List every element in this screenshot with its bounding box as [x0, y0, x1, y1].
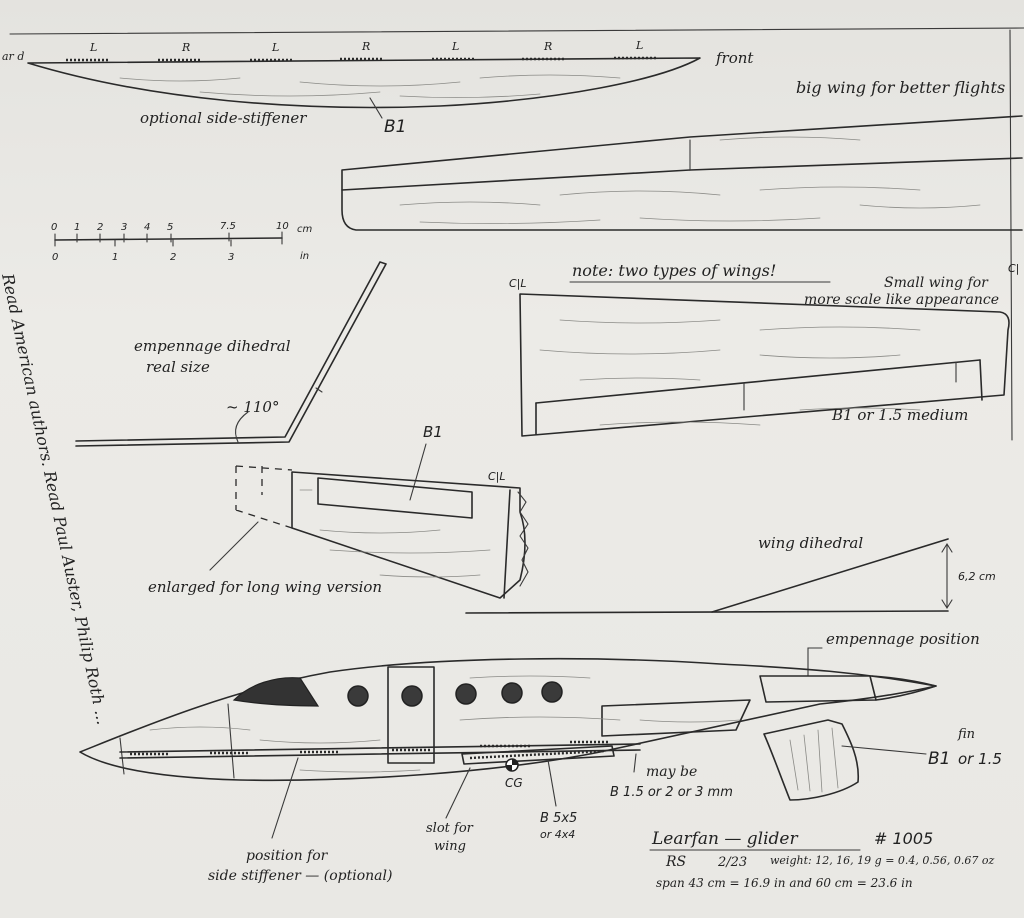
stab-material: B1	[423, 423, 443, 441]
top-border-line	[9, 27, 1024, 35]
plan-name: Learfan — glider	[651, 829, 798, 849]
tab-label-2: R	[181, 41, 190, 54]
empennage-position-label: empennage position	[826, 630, 980, 648]
side-stiffener-part: L R L R L R L front optional side-stiffe…	[27, 39, 754, 137]
tab-label-6: R	[543, 40, 552, 53]
fin-label: fin	[957, 727, 975, 742]
in-tick-3: 3	[228, 252, 234, 263]
cm-tick-3: 3	[121, 222, 127, 233]
author-initials: RS	[665, 854, 686, 870]
wing-dihedral-height: 6,2 cm	[958, 570, 996, 583]
wing-slot	[461, 745, 615, 765]
spar-line1: B 5x5	[540, 811, 577, 826]
spar-leader	[547, 759, 557, 807]
in-unit: in	[300, 251, 309, 262]
enlarged-leader	[209, 521, 259, 571]
small-wing-cl-left: C|L	[509, 277, 527, 290]
cm-tick-7-5: 7.5	[220, 221, 236, 232]
tab-label-5: L	[451, 40, 459, 53]
wings-note: note: two types of wings!	[572, 261, 776, 280]
big-wing-title: big wing for better flights	[796, 78, 1005, 97]
empennage-angle: ~ 110°	[226, 398, 279, 416]
wing-fairing	[601, 699, 751, 737]
cm-tick-5: 5	[167, 222, 173, 233]
small-wing-part: C|L C| Small wing for more scale like ap…	[509, 262, 1019, 437]
title-block: Learfan — glider # 1005 RS 2/23 weight: …	[649, 829, 995, 890]
cm-tick-1: 1	[74, 222, 80, 233]
wing-dihedral-view: wing dihedral 6,2 cm	[465, 534, 996, 614]
fin-material: B1	[928, 749, 950, 769]
tab-label-3: L	[271, 41, 279, 54]
weight-info: weight: 12, 16, 19 g = 0.4, 0.56, 0.67 o…	[770, 854, 995, 867]
fin	[763, 719, 860, 801]
stiffener-pos-leader	[271, 757, 299, 839]
slot-line2: wing	[434, 839, 466, 854]
wing-dihedral-title: wing dihedral	[758, 534, 863, 552]
in-tick-0: 0	[52, 252, 58, 263]
scale-ruler: 0 1 2 3 4 5 7.5 10 cm 0 1 2 3 in	[51, 221, 312, 263]
stiffener-tabs	[66, 56, 658, 62]
small-wing-title-1: Small wing for	[884, 275, 989, 291]
front-label: front	[715, 49, 754, 67]
empennage-position-leader	[807, 647, 823, 677]
stabilizer-part: B1 C|L enlarged for long wing version	[148, 423, 529, 599]
slot-line1: slot for	[426, 821, 474, 836]
stiffener-pos-line1: position for	[246, 848, 329, 864]
empennage-title-1: empennage dihedral	[134, 337, 291, 355]
cm-tick-0: 0	[51, 222, 57, 233]
empennage-title-2: real size	[146, 358, 210, 376]
cm-unit: cm	[297, 224, 312, 235]
fuselage-part: empennage position CG	[79, 630, 1002, 884]
stab-cl: C|L	[488, 470, 506, 483]
plan-date: 2/23	[717, 855, 747, 870]
cm-tick-10: 10	[276, 221, 289, 232]
spar-line2: or 4x4	[540, 828, 575, 841]
margin-note: Read American authors. Read Paul Auster,…	[0, 271, 112, 726]
span-info: span 43 cm = 16.9 in and 60 cm = 23.6 in	[656, 876, 913, 890]
plan-number: # 1005	[874, 829, 933, 848]
window-3	[455, 683, 477, 705]
fin-material-alt: or 1.5	[958, 750, 1002, 768]
may-be-line2: B 1.5 or 2 or 3 mm	[610, 785, 733, 800]
stiffener-pos-line2: side stiffener — (optional)	[208, 868, 392, 884]
small-wing-cl-right: C|	[1008, 262, 1019, 275]
empennage-dihedral-view: empennage dihedral real size ~ 110°	[75, 261, 387, 447]
enlarged-note: enlarged for long wing version	[148, 578, 382, 596]
small-wing-title-2: more scale like appearance	[804, 292, 999, 308]
fuselage-door	[387, 666, 435, 764]
cm-tick-2: 2	[97, 222, 103, 233]
stiffener-material: B1	[384, 117, 406, 137]
slot-leader	[445, 767, 471, 819]
big-wing-part: big wing for better flights	[341, 78, 1023, 231]
window-5	[541, 681, 563, 703]
cm-tick-4: 4	[144, 222, 150, 233]
tab-label-7: L	[635, 39, 643, 52]
margin-corner-note: ar d	[2, 50, 24, 63]
window-2	[401, 685, 423, 707]
in-tick-2: 2	[170, 252, 176, 263]
right-border-line	[1009, 29, 1013, 441]
cockpit-window	[232, 677, 320, 707]
in-tick-1: 1	[112, 252, 118, 263]
tab-label-1: L	[89, 41, 97, 54]
fin-leader	[841, 745, 927, 755]
tab-label-4: R	[361, 40, 370, 53]
cg-label: CG	[505, 776, 523, 790]
window-4	[501, 682, 523, 704]
small-wing-material: B1 or 1.5 medium	[831, 406, 968, 424]
maybe-leader	[633, 753, 637, 773]
may-be-line1: may be	[646, 764, 697, 780]
stiffener-caption: optional side-stiffener	[140, 109, 307, 127]
stiffener-leader	[369, 97, 383, 119]
window-1	[347, 685, 369, 707]
